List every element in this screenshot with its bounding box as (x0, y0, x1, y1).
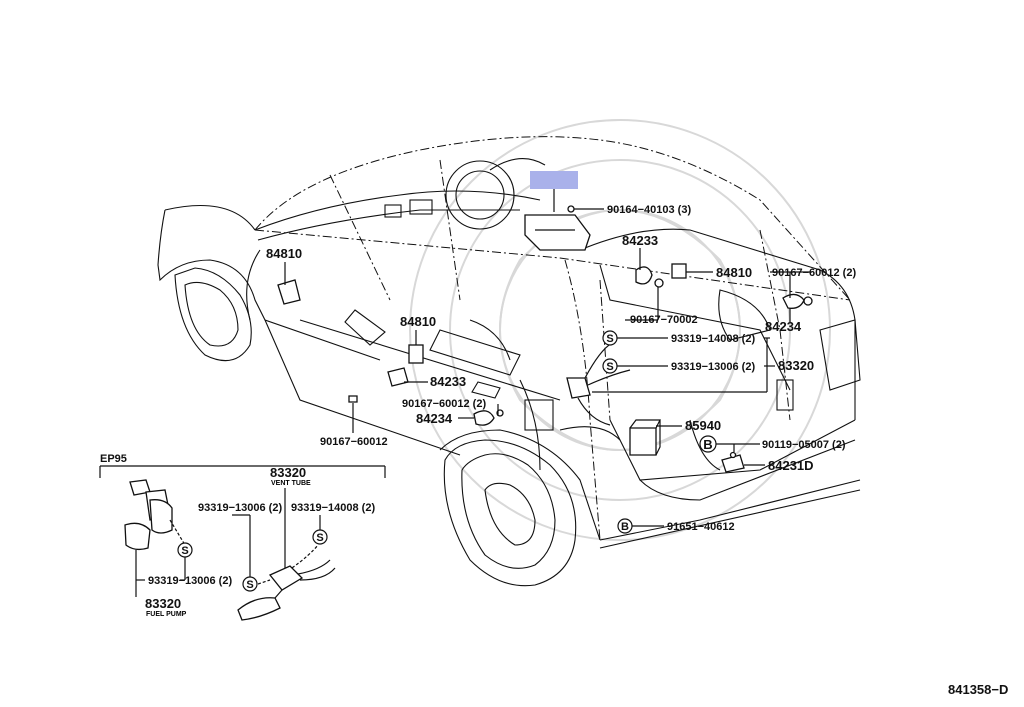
svg-text:S: S (606, 361, 613, 373)
label-93319-14008-vent: 93319−14008 (2) (291, 502, 375, 514)
label-90167-60012: 90167−60012 (320, 436, 388, 448)
label-84231d: 84231D (768, 458, 814, 473)
leader-lines (284, 189, 812, 527)
label-90167-60012-right: 90167−60012 (2) (772, 267, 856, 279)
label-85940: 85940 (685, 418, 721, 433)
label-84810-left: 84810 (266, 246, 302, 261)
part-sketches (277, 205, 813, 473)
part-labels: 90164−40103 (3) 84233 84810 90167−60012 … (266, 204, 856, 533)
s-marker-b: S (602, 358, 618, 374)
label-90167-70002: 90167−70002 (630, 314, 698, 326)
label-ep95: EP95 (100, 453, 127, 465)
label-90167-60012-lower: 90167−60012 (2) (402, 398, 486, 410)
svg-text:S: S (246, 579, 253, 591)
ep95-inset: EP95 S 93319−13006 (2) 83320 FUEL PUMP 8… (99, 453, 386, 621)
b-marker-a: B (699, 435, 717, 453)
label-93319-13006-vehicle: 93319−13006 (2) (671, 361, 755, 373)
label-vent-tube-caption: VENT TUBE (271, 480, 311, 487)
label-84233-upper: 84233 (622, 233, 658, 248)
svg-text:B: B (703, 437, 712, 452)
watermark-emblem (409, 119, 831, 541)
label-90164-40103: 90164−40103 (3) (607, 204, 691, 216)
label-91651-40612: 91651−40612 (667, 521, 735, 533)
highlight-marker (530, 171, 578, 189)
b-marker-b: B (617, 518, 633, 534)
label-84810-right: 84810 (716, 265, 752, 280)
label-93319-13006-fuel: 93319−13006 (2) (148, 575, 232, 587)
svg-text:S: S (316, 532, 323, 544)
label-93319-13006-vent: 93319−13006 (2) (198, 502, 282, 514)
label-84233-lower: 84233 (430, 374, 466, 389)
label-83320-fuel-pump: 83320 (145, 596, 181, 611)
svg-text:S: S (181, 545, 188, 557)
vehicle-outline (157, 136, 861, 587)
svg-text:B: B (621, 521, 629, 533)
label-93319-14008-vehicle: 93319−14008 (2) (671, 333, 755, 345)
diagram-id: 841358−D (948, 682, 1008, 697)
label-90119-05007: 90119−05007 (2) (762, 439, 846, 451)
label-84234-right: 84234 (765, 319, 802, 334)
label-84810-middle: 84810 (400, 314, 436, 329)
s-marker-a: S (602, 330, 618, 346)
fastener-markers: S S B B (602, 330, 717, 534)
label-83320-vehicle: 83320 (778, 358, 814, 373)
label-fuel-pump-caption: FUEL PUMP (146, 611, 187, 618)
label-84234-lower: 84234 (416, 411, 453, 426)
label-83320-vent: 83320 (270, 465, 306, 480)
svg-text:S: S (606, 333, 613, 345)
